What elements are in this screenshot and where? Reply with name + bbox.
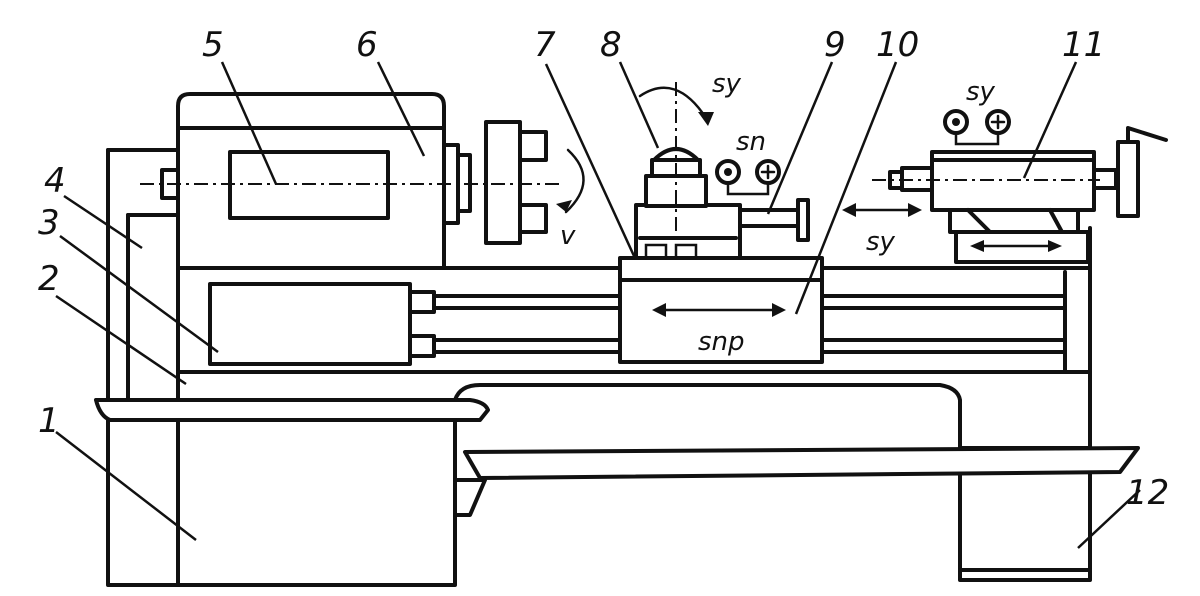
callout-2: 2	[38, 259, 60, 299]
feed-rods	[432, 294, 1067, 354]
symbol-sn: sn	[736, 127, 766, 157]
tailstock	[888, 126, 1168, 264]
callout-8: 8	[600, 25, 622, 65]
callout-3: 3	[38, 203, 60, 243]
callout-10: 10	[876, 25, 919, 65]
symbol-snp: snp	[698, 327, 745, 357]
symbol-sy-top: sy	[712, 69, 742, 99]
symbol-v: v	[560, 221, 576, 251]
lower-tray	[463, 446, 1140, 480]
leader-lines	[55, 61, 1141, 549]
callout-5: 5	[202, 25, 224, 65]
callout-1: 1	[38, 401, 60, 441]
symbol-sy-mid: sy	[866, 227, 896, 257]
left-pedestal	[106, 418, 487, 587]
toolpost-rotation-arrow	[638, 86, 714, 126]
rotation-arrow	[556, 148, 585, 214]
callout-6: 6	[356, 25, 378, 65]
callout-12: 12	[1126, 473, 1169, 513]
tailstock-knobs	[943, 109, 1011, 146]
callout-7: 7	[534, 25, 556, 65]
chip-pan	[94, 398, 490, 422]
symbol-sy-tailstock: sy	[966, 77, 996, 107]
toolpost-knobs	[715, 159, 781, 196]
headstock	[160, 92, 548, 270]
callout-4: 4	[44, 161, 66, 201]
callout-9: 9	[824, 25, 846, 65]
callout-11: 11	[1062, 25, 1105, 65]
tool-post	[634, 147, 810, 260]
carriage	[618, 256, 824, 364]
tailstock-travel-arrow	[842, 203, 922, 217]
feed-box	[208, 282, 436, 366]
